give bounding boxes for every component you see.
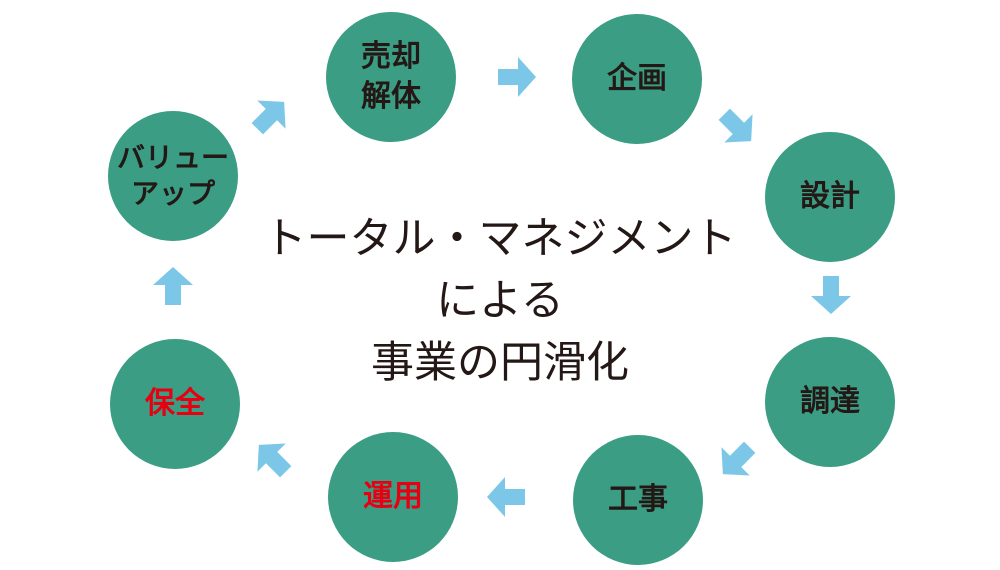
arrow-sell-to-plan-icon — [498, 57, 536, 97]
arrow-plan-to-design-icon — [718, 108, 753, 143]
arrow-design-to-procure-icon — [811, 276, 851, 314]
arrow-operate-to-maintain-icon — [257, 443, 292, 478]
center-caption-line-2: による — [436, 276, 564, 326]
node-construction: 工事 — [573, 435, 703, 565]
node-maintenance: 保全 — [110, 339, 240, 469]
node-value-up: バリュー アップ — [108, 111, 238, 241]
node-sell-demolish-label: 売却 解体 — [361, 39, 421, 114]
node-sell-demolish: 売却 解体 — [326, 12, 456, 142]
node-design-label: 設計 — [800, 179, 860, 214]
node-design: 設計 — [765, 132, 895, 262]
center-caption: トータル・マネジメント による 事業の円滑化 — [240, 208, 760, 394]
arrow-value-to-sell-icon — [251, 100, 286, 135]
node-maintenance-label: 保全 — [145, 386, 205, 421]
node-procurement: 調達 — [765, 337, 895, 467]
arrow-works-to-operate-icon — [487, 477, 525, 517]
center-caption-line-1: トータル・マネジメント — [263, 214, 737, 264]
arrow-maintain-to-value-icon — [153, 267, 193, 305]
node-planning: 企画 — [572, 14, 702, 144]
center-caption-line-3: 事業の円滑化 — [371, 338, 629, 388]
node-planning-label: 企画 — [607, 61, 667, 96]
node-operation: 運用 — [328, 432, 458, 562]
node-construction-label: 工事 — [608, 482, 668, 517]
node-operation-label: 運用 — [363, 479, 423, 514]
arrow-procure-to-works-icon — [721, 441, 756, 476]
node-procurement-label: 調達 — [800, 384, 860, 419]
node-value-up-label: バリュー アップ — [116, 141, 229, 210]
